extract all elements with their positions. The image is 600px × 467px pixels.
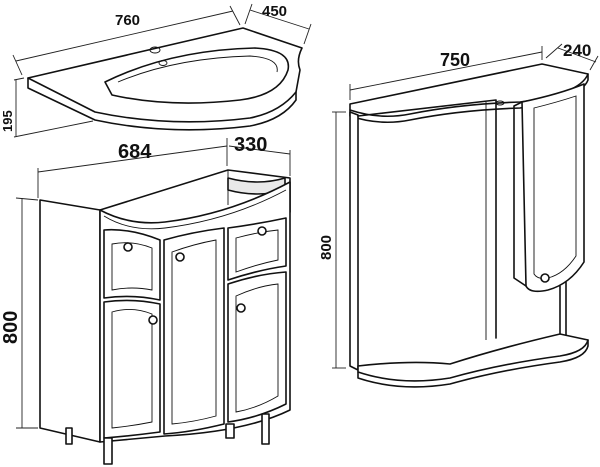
mirror-width-label: 750 bbox=[440, 50, 470, 70]
sink-height-label: 195 bbox=[0, 110, 15, 132]
cabinet-height-label: 800 bbox=[0, 311, 22, 344]
sink-depth-label: 450 bbox=[262, 3, 287, 20]
mirror-height-label: 800 bbox=[318, 235, 335, 260]
mirror-cabinet-drawing: 750 240 800 bbox=[318, 41, 599, 388]
cabinet-drawing: 684 330 800 bbox=[0, 134, 291, 465]
sink-drawing: 760 450 195 bbox=[0, 3, 312, 138]
cabinet-width-label: 684 bbox=[118, 141, 152, 163]
cabinet-depth-label: 330 bbox=[234, 134, 267, 156]
sink-width-label: 760 bbox=[115, 12, 140, 29]
mirror-depth-label: 240 bbox=[563, 41, 591, 60]
